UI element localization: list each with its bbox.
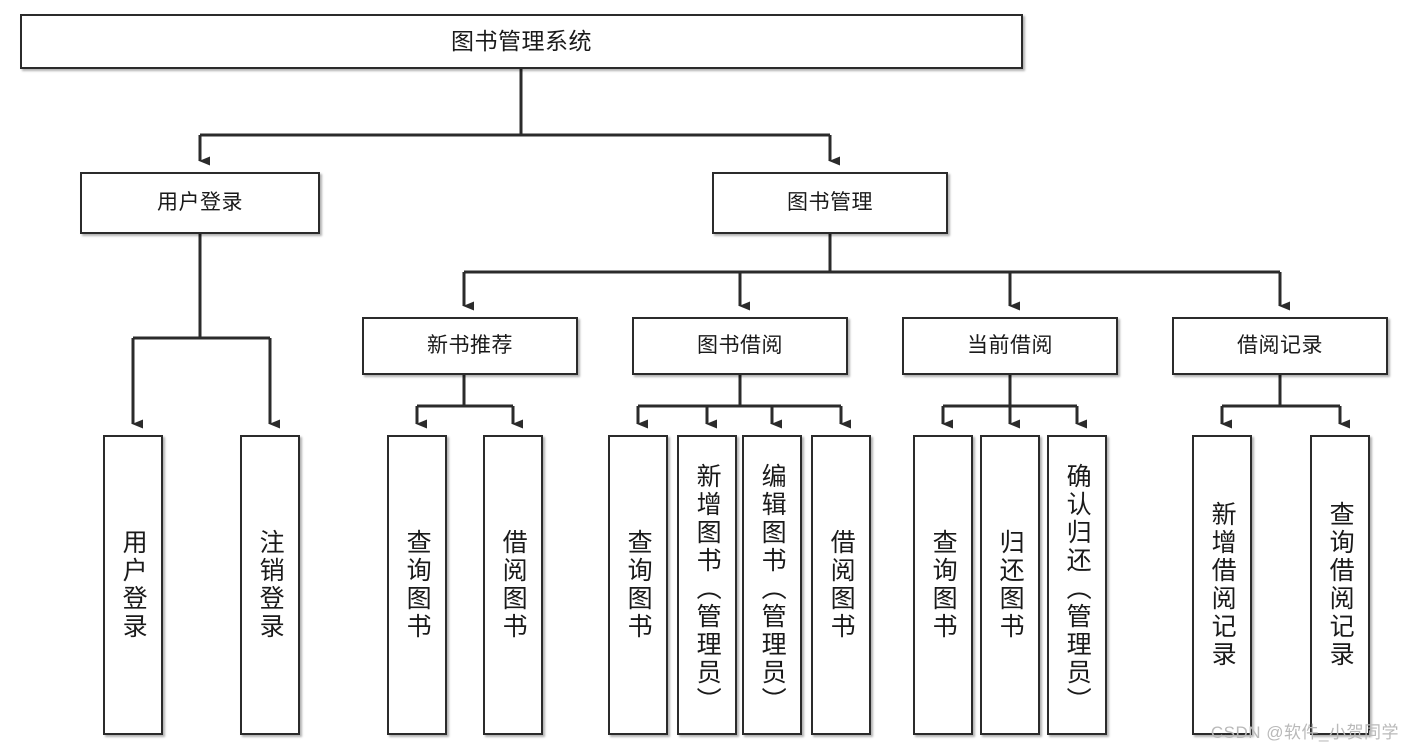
node-label: 查询图书 bbox=[929, 529, 958, 641]
leaf-edit-book-admin[interactable]: 编辑图书（管理员） bbox=[742, 435, 802, 735]
leaf-query-books-current[interactable]: 查询图书 bbox=[913, 435, 973, 735]
node-label: 图书管理 bbox=[787, 190, 873, 214]
node-label: 借阅记录 bbox=[1237, 333, 1323, 357]
node-label: 确认归还（管理员） bbox=[1063, 463, 1092, 715]
leaf-borrow-books-borrow[interactable]: 借阅图书 bbox=[811, 435, 871, 735]
node-label: 新书推荐 bbox=[427, 333, 513, 357]
node-current-borrow[interactable]: 当前借阅 bbox=[902, 317, 1118, 375]
node-label: 查询借阅记录 bbox=[1326, 501, 1355, 669]
leaf-confirm-return-admin[interactable]: 确认归还（管理员） bbox=[1047, 435, 1107, 735]
node-book-borrow[interactable]: 图书借阅 bbox=[632, 317, 848, 375]
leaf-query-borrow-record[interactable]: 查询借阅记录 bbox=[1310, 435, 1370, 735]
node-label: 借阅图书 bbox=[499, 529, 528, 641]
csdn-watermark: CSDN @软件_小贺同学 bbox=[1210, 723, 1399, 742]
leaf-add-borrow-record[interactable]: 新增借阅记录 bbox=[1192, 435, 1252, 735]
node-label: 图书借阅 bbox=[697, 333, 783, 357]
node-label: 用户登录 bbox=[157, 190, 243, 214]
node-label: 借阅图书 bbox=[827, 529, 856, 641]
node-label: 查询图书 bbox=[403, 529, 432, 641]
leaf-query-books-borrow[interactable]: 查询图书 bbox=[608, 435, 668, 735]
node-label: 归还图书 bbox=[996, 529, 1025, 641]
node-label: 新增图书（管理员） bbox=[693, 463, 722, 715]
node-user-login[interactable]: 用户登录 bbox=[80, 172, 320, 234]
node-label: 用户登录 bbox=[119, 529, 148, 641]
node-borrow-record[interactable]: 借阅记录 bbox=[1172, 317, 1388, 375]
node-book-management[interactable]: 图书管理 bbox=[712, 172, 948, 234]
node-label: 查询图书 bbox=[624, 529, 653, 641]
node-label: 新增借阅记录 bbox=[1208, 501, 1237, 669]
node-label: 编辑图书（管理员） bbox=[758, 463, 787, 715]
node-new-book-recommend[interactable]: 新书推荐 bbox=[362, 317, 578, 375]
leaf-add-book-admin[interactable]: 新增图书（管理员） bbox=[677, 435, 737, 735]
node-label: 图书管理系统 bbox=[451, 28, 592, 55]
leaf-borrow-books-recommend[interactable]: 借阅图书 bbox=[483, 435, 543, 735]
node-label: 当前借阅 bbox=[967, 333, 1053, 357]
leaf-logout[interactable]: 注销登录 bbox=[240, 435, 300, 735]
leaf-return-books[interactable]: 归还图书 bbox=[980, 435, 1040, 735]
node-root-system[interactable]: 图书管理系统 bbox=[20, 14, 1023, 69]
leaf-user-login[interactable]: 用户登录 bbox=[103, 435, 163, 735]
leaf-query-books-recommend[interactable]: 查询图书 bbox=[387, 435, 447, 735]
node-label: 注销登录 bbox=[256, 529, 285, 641]
